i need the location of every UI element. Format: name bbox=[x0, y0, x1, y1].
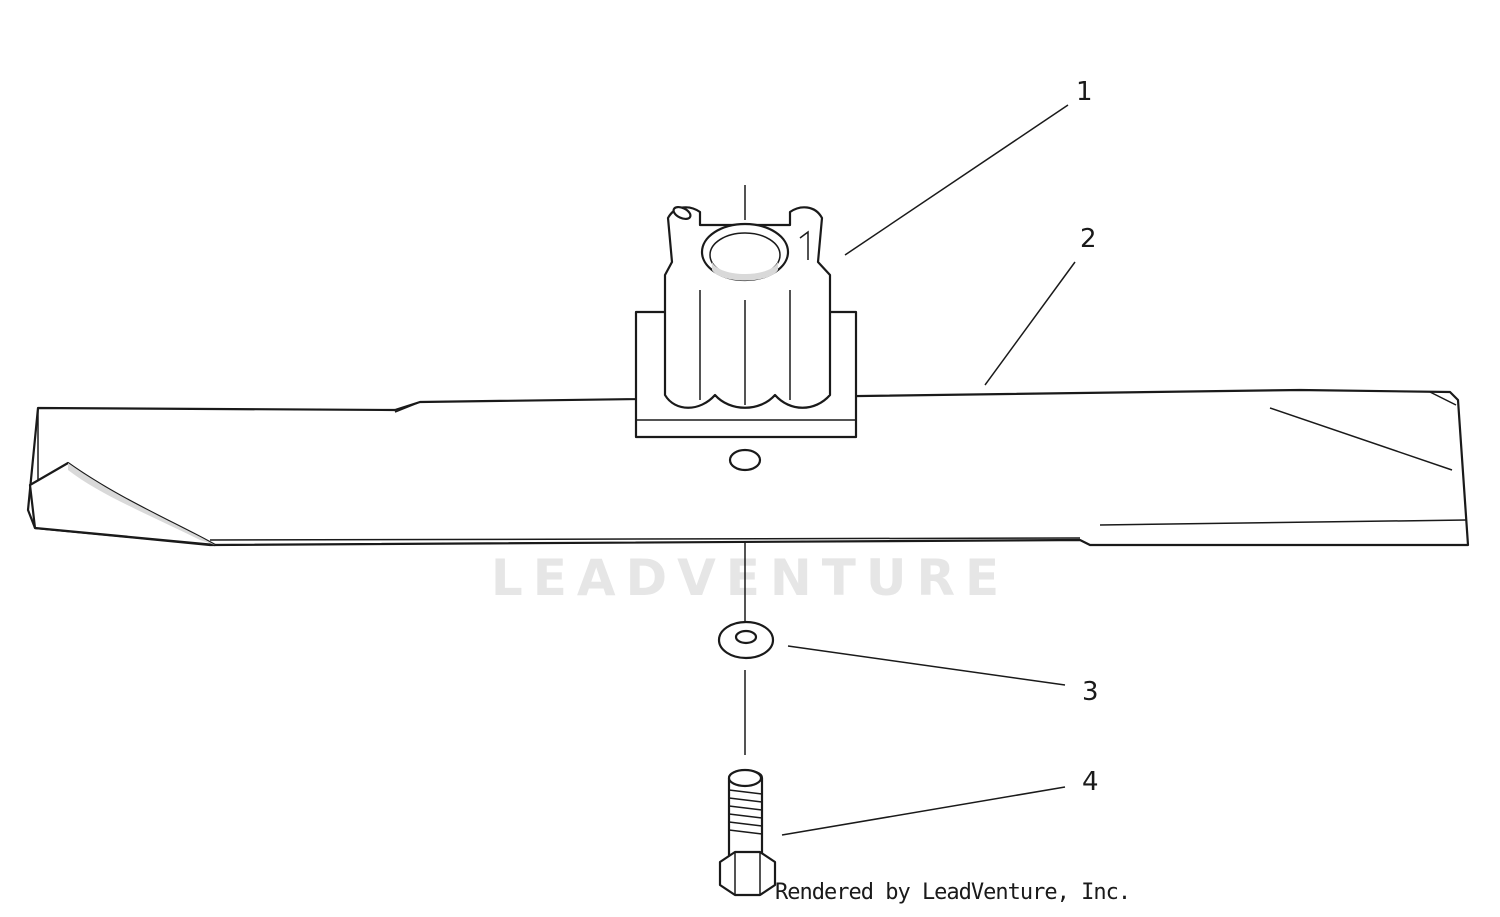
watermark-brand: LEADVENTURE bbox=[491, 549, 1009, 607]
callout-4: 4 bbox=[1082, 767, 1099, 797]
blade-adapter bbox=[634, 205, 858, 472]
bolt bbox=[718, 768, 777, 897]
callout-2: 2 bbox=[1080, 224, 1097, 254]
leader-line-1 bbox=[844, 104, 1069, 256]
callout-3: 3 bbox=[1082, 677, 1099, 707]
callout-1: 1 bbox=[1076, 77, 1093, 107]
leader-line-2 bbox=[984, 261, 1076, 386]
leader-line-3 bbox=[787, 645, 1066, 686]
washer bbox=[717, 620, 775, 660]
leader-line-4 bbox=[781, 786, 1066, 836]
rendered-by-credit: Rendered by LeadVenture, Inc. bbox=[775, 880, 1131, 905]
